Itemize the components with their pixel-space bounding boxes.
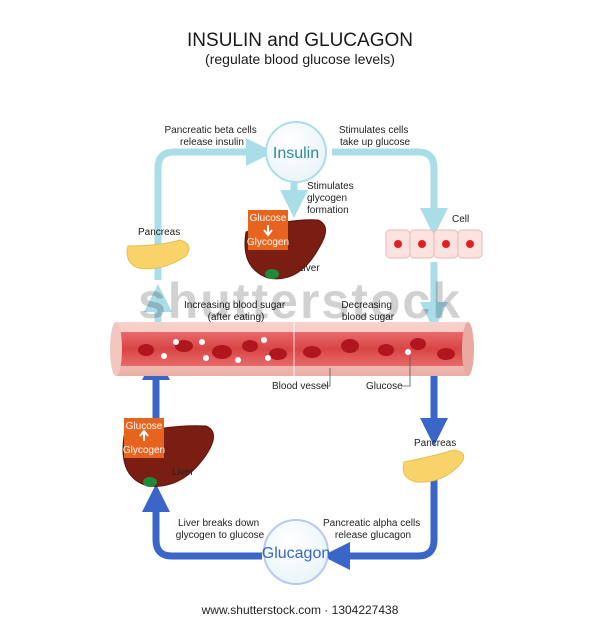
decreasing-label: Decreasing blood sugar — [341, 300, 394, 323]
beta-cells-label: Pancreatic beta cells release insulin — [164, 125, 259, 148]
glucagon-label: Glucagon — [262, 545, 331, 562]
insulin-label: Insulin — [273, 145, 319, 162]
cell-row — [385, 229, 483, 259]
watermark: shutterstock — [138, 273, 462, 329]
glucose-dot — [199, 339, 205, 345]
red-cell — [410, 338, 426, 350]
title: INSULIN and GLUCAGON — [187, 30, 413, 51]
blood-vessel — [110, 322, 474, 376]
alpha-cells-label: Pancreatic alpha cells release glucagon — [323, 518, 423, 541]
glucose-dot — [203, 355, 209, 361]
glucose-dot — [265, 355, 271, 361]
pancreas-bottom — [402, 449, 465, 483]
glucose-dot — [405, 349, 411, 355]
arrow-glucagon-to-liver — [142, 484, 262, 560]
red-cell — [341, 339, 359, 353]
blood-vessel-leader — [322, 368, 331, 387]
pancreas-top-label: Pancreas — [138, 227, 180, 238]
box-bottom-up-arrow — [139, 429, 149, 441]
liver-bottom-label: Liver — [172, 467, 194, 478]
blood-vessel-label: Blood vessel — [272, 381, 329, 392]
box-top-down-arrow — [263, 225, 273, 237]
gallbladder-top — [265, 269, 279, 279]
red-cell — [437, 348, 455, 360]
glucose-dot — [261, 337, 267, 343]
liver-breaks-label: Liver breaks down glycogen to glucose — [176, 518, 265, 541]
red-cell — [212, 345, 232, 359]
cell-nucleus-1 — [394, 240, 402, 248]
red-cell — [138, 344, 154, 356]
cell-label: Cell — [452, 214, 469, 225]
arrow-pancreas-to-insulin — [154, 138, 274, 280]
cell-nucleus-2 — [418, 240, 426, 248]
red-cell — [378, 344, 394, 356]
box-bottom-glucose: Glucose — [126, 421, 163, 432]
arrow-pancreas-to-glucagon — [322, 480, 438, 570]
pancreas-bottom-label: Pancreas — [414, 438, 456, 449]
red-cell — [269, 348, 287, 360]
glucagon-node — [263, 519, 329, 585]
stimulates-glycogen-label: Stimulates glycogen formation — [307, 181, 356, 216]
red-cell — [242, 340, 258, 352]
glucose-glycogen-box-bottom: Glucose Glycogen — [123, 418, 165, 458]
glucose-label: Glucose — [366, 381, 403, 392]
vessel-end-right — [462, 322, 474, 376]
footer-text: www.shutterstock.com · 1304227438 — [201, 603, 399, 617]
glucose-leader — [402, 356, 411, 387]
liver-top-label: Liver — [298, 263, 320, 274]
footer-bar — [0, 600, 600, 620]
box-top-glucose: Glucose — [250, 213, 287, 224]
glucose-dot — [161, 353, 167, 359]
vessel-end-left — [110, 322, 122, 376]
stimulates-uptake-label: Stimulates cells take up glucose — [339, 125, 411, 148]
increasing-label: Increasing blood sugar (after eating) — [184, 300, 288, 323]
red-cell — [303, 346, 321, 358]
pancreas-top — [126, 239, 190, 270]
glucose-dot — [173, 339, 179, 345]
cell-nucleus-4 — [466, 240, 474, 248]
box-bottom-glycogen: Glycogen — [123, 445, 165, 456]
cell-nucleus-3 — [442, 240, 450, 248]
glucose-glycogen-box-top: Glucose Glycogen — [247, 210, 289, 250]
box-top-glycogen: Glycogen — [247, 237, 289, 248]
gallbladder-bottom — [143, 477, 157, 487]
insulin-node — [265, 121, 327, 183]
vessel-lumen — [116, 332, 468, 366]
arrow-insulin-to-cell — [332, 148, 448, 236]
subtitle: (regulate blood glucose levels) — [205, 51, 395, 67]
red-cell — [175, 340, 193, 352]
glucose-dot — [235, 357, 241, 363]
